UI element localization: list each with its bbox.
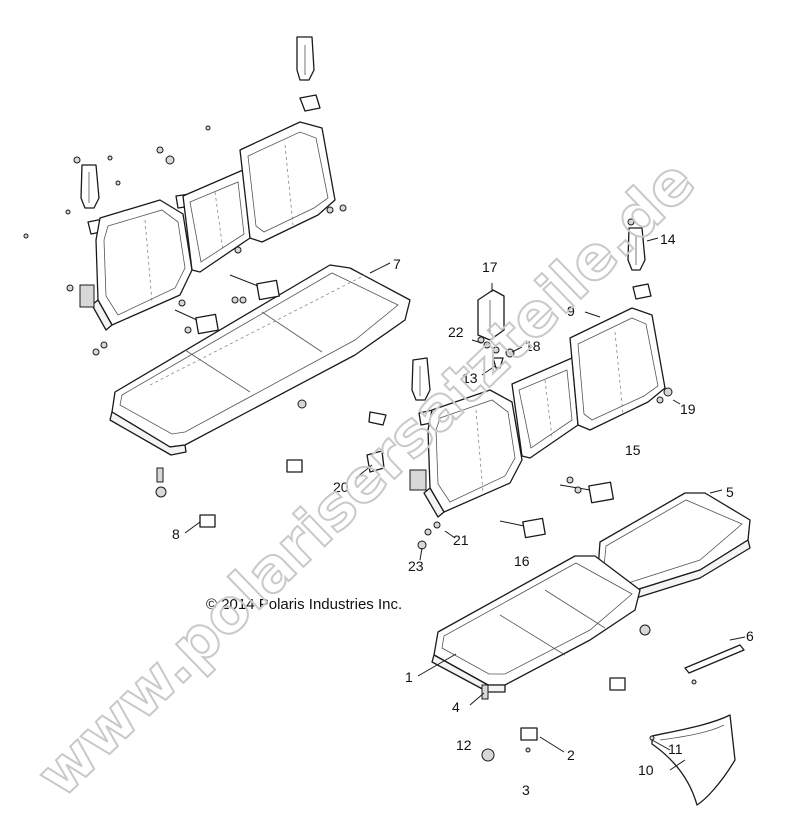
callout-6: 6 [746,628,754,644]
lower-left-bracket [411,357,431,401]
callout-5: 5 [726,484,734,500]
lower-seat-back-left [423,389,523,518]
lower-hardware [199,218,673,762]
lower-top-bracket [627,227,646,271]
callout-3: 3 [522,782,530,798]
callout-15: 15 [625,442,641,458]
callout-18: 18 [525,338,541,354]
upper-belt-buckle-2 [174,309,219,335]
lower-seat-cushion-1 [431,555,641,693]
callout-20: 20 [333,479,349,495]
callout-19: 19 [680,401,696,417]
callout-10: 10 [638,762,654,778]
callout-numbers: 1 2 3 4 5 6 7 8 9 10 11 12 13 14 15 16 1… [172,231,754,798]
seat-strap-10 [651,714,736,806]
upper-seat-assembly [23,36,411,498]
callout-8: 8 [172,526,180,542]
upper-top-bracket [296,36,315,81]
lower-seat-back-center [511,357,579,459]
callout-21: 21 [453,532,469,548]
center-shoulder-bracket-17 [477,289,505,341]
callout-23: 23 [408,558,424,574]
callout-2: 2 [567,747,575,763]
upper-buckle-clip-1 [299,94,321,112]
lower-buckle-clip-1 [632,283,652,300]
upper-seat-back-center [182,169,251,273]
copyright-notice: © 2014 Polaris Industries Inc. [206,596,402,613]
upper-seat-cushion [109,264,411,456]
callout-16: 16 [514,553,530,569]
callout-12: 12 [456,737,472,753]
lower-seat-assembly [199,218,751,806]
seat-rail-6 [684,644,745,685]
callout-7: 7 [393,256,401,272]
lower-seat-back-right [569,307,666,431]
leader-lines [184,237,746,771]
upper-hardware [23,125,347,409]
callout-11: 11 [668,741,683,757]
callout-9: 9 [567,303,575,319]
callout-1: 1 [405,669,413,685]
upper-bottom-fasteners [155,459,303,498]
upper-belt-buckle-1 [229,274,280,301]
lower-belt-buckle-15 [559,481,615,504]
lower-belt-buckle-16 [499,517,546,539]
callout-14: 14 [660,231,676,247]
upper-left-bracket [80,164,100,209]
callout-22: 22 [448,324,464,340]
callout-13: 13 [462,370,478,386]
callout-17: 17 [482,259,498,275]
upper-seat-back-right [239,121,336,243]
callout-4: 4 [452,699,460,715]
